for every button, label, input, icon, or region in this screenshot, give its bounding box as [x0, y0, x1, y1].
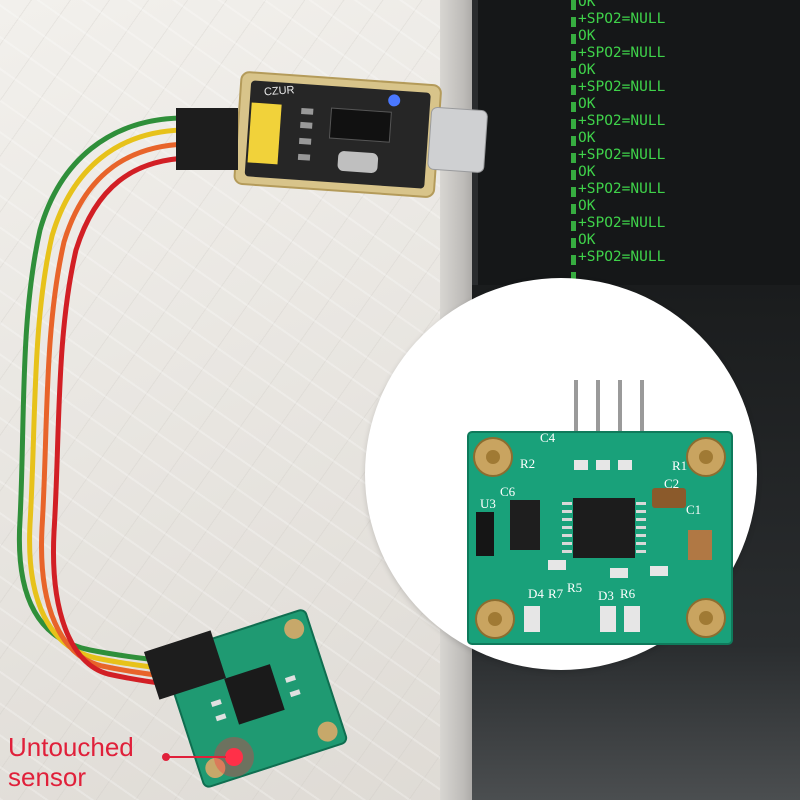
svg-text:R1: R1 [672, 458, 687, 473]
max30102-board: U3 C6 R5 R7 D4 D3 R6 C2 C1 C4 R2 R1 [467, 380, 733, 645]
board-silkscreen: U3 C6 R5 R7 D4 D3 R6 C2 C1 C4 R2 R1 [480, 430, 701, 603]
svg-text:R7: R7 [548, 586, 564, 601]
callout-dot [162, 753, 170, 761]
svg-text:R2: R2 [520, 456, 535, 471]
terminal-line: +SPO2=NULL [578, 147, 666, 163]
terminal-line: OK [578, 96, 596, 112]
terminal-line: +SPO2=NULL [578, 113, 666, 129]
regulator [510, 500, 540, 550]
terminal-line: OK [578, 164, 596, 180]
terminal-line: OK [578, 198, 596, 214]
svg-text:C2: C2 [664, 476, 679, 491]
svg-text:D4: D4 [528, 586, 544, 601]
terminal-line: +SPO2=NULL [578, 79, 666, 95]
sensor-connector [143, 630, 227, 700]
terminal-line: OK [578, 130, 596, 146]
terminal-line: +SPO2=NULL [578, 215, 666, 231]
terminal-line: OK [578, 232, 596, 248]
main-ic [573, 498, 635, 558]
terminal-line: +SPO2=NULL [578, 11, 666, 27]
optical-sensor [476, 512, 494, 556]
terminal-line: OK [578, 62, 596, 78]
svg-text:U3: U3 [480, 496, 496, 511]
terminal-line: +SPO2=NULL [578, 45, 666, 61]
svg-text:R5: R5 [567, 580, 582, 595]
terminal-line: +SPO2=NULL [578, 181, 666, 197]
svg-text:C6: C6 [500, 484, 516, 499]
annotation-line-2: sensor [8, 762, 87, 792]
adapter-header-plug [176, 108, 238, 170]
terminal-screen [472, 0, 800, 285]
usb-serial-adapter: CZUR [233, 71, 488, 198]
adapter-silkscreen: CZUR [264, 84, 295, 98]
terminal-scroll-marks [571, 0, 576, 280]
svg-text:C4: C4 [540, 430, 556, 445]
mounting-holes [473, 437, 726, 639]
svg-text:R6: R6 [620, 586, 636, 601]
svg-text:C1: C1 [686, 502, 701, 517]
header-pins [574, 380, 644, 440]
capacitor [688, 530, 712, 560]
terminal-line: OK [578, 0, 596, 10]
jumper-wires [16, 115, 191, 689]
annotation-line-1: Untouched [8, 732, 134, 762]
terminal-line: +SPO2=NULL [578, 249, 666, 265]
svg-text:D3: D3 [598, 588, 614, 603]
tantalum-cap [652, 488, 686, 508]
terminal-line: OK [578, 28, 596, 44]
red-led [225, 748, 243, 766]
